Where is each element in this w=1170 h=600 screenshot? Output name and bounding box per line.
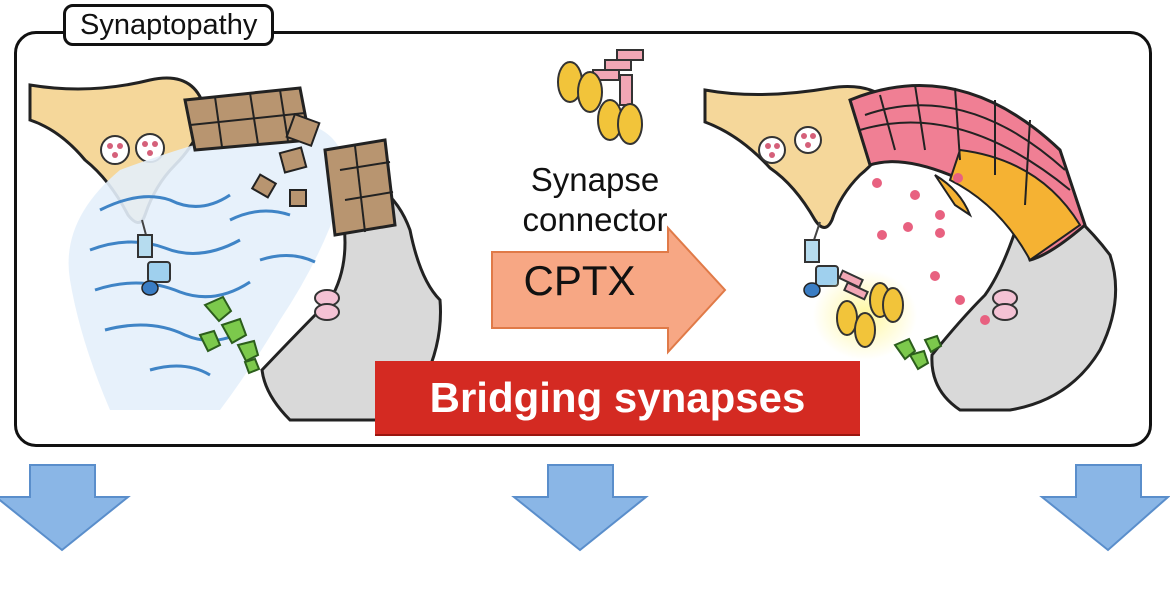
synapse-connector-caption: Synapse connector [500,160,690,240]
cptx-molecule-icon [557,49,644,145]
left-presynaptic-neuron [28,76,207,224]
down-arrow-icon [0,464,131,552]
left-water-river [68,120,345,410]
right-green-proteins [893,334,943,371]
synaptopathy-frame [14,31,1152,447]
down-arrow-icon [1039,464,1170,552]
caption-line-1: Synapse [530,161,660,198]
right-presynaptic-neuron [703,85,902,229]
cptx-arrow-label: CPTX [523,257,636,304]
left-receptors [137,219,340,321]
right-receptors [803,221,1018,321]
left-green-proteins [198,295,261,375]
repaired-bridge [848,84,1087,262]
bound-cptx-molecule [813,269,917,360]
caption-line-2: connector [522,201,668,238]
down-arrow-icon [511,464,649,552]
broken-bridge [183,86,397,237]
synaptopathy-tag: Synaptopathy [63,4,275,46]
released-vesicles [872,173,1005,325]
cptx-arrow [491,225,727,355]
bridging-synapses-banner: Bridging synapses [375,361,860,434]
banner-text: Bridging synapses [429,374,806,421]
